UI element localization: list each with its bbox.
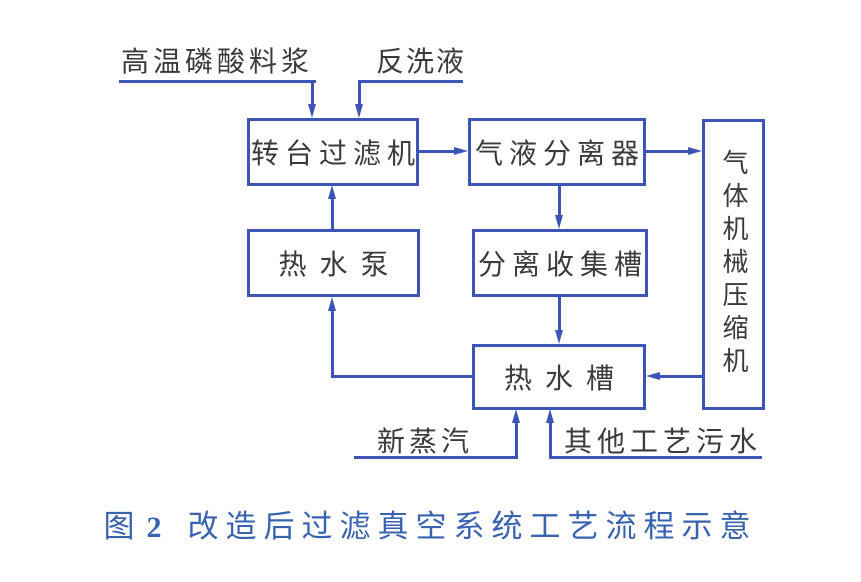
flow-line-tank-to-pump-horizontal bbox=[331, 375, 473, 378]
flow-line-steam-horizontal bbox=[354, 456, 518, 459]
arrowhead-into-hot-water-tank-top bbox=[555, 330, 563, 344]
arrowhead-steam-into-tank bbox=[512, 409, 520, 423]
process-box-rotary-table-filter: 转台过滤机 bbox=[247, 118, 419, 186]
process-box-hot-water-tank: 热水槽 bbox=[472, 344, 646, 410]
process-box-separation-collection-tank: 分离收集槽 bbox=[472, 229, 648, 297]
flow-line-filter-to-separator bbox=[419, 150, 456, 153]
figure-word: 图 bbox=[103, 509, 137, 544]
flow-line-pump-to-filter bbox=[331, 197, 334, 230]
flow-line-separator-to-compressor bbox=[645, 150, 689, 153]
arrowhead-into-collection-tank bbox=[555, 215, 563, 229]
label-hot-phosphoric-slurry: 高温磷酸料浆 bbox=[121, 47, 314, 78]
figure-title: 改造后过滤真空系统工艺流程示意 bbox=[187, 509, 758, 544]
arrowhead-into-hot-water-tank-right bbox=[646, 372, 660, 380]
arrowhead-backwash-into-filter bbox=[355, 104, 363, 118]
process-box-gas-liquid-separator: 气液分离器 bbox=[468, 118, 646, 186]
process-box-label: 热水泵 bbox=[278, 250, 402, 281]
flow-line-collection-tank-to-hot-water-tank bbox=[558, 296, 561, 332]
flow-line-slurry-horizontal bbox=[119, 80, 316, 83]
label-other-process-wastewater: 其他工艺污水 bbox=[564, 427, 763, 458]
label-fresh-steam: 新蒸汽 bbox=[377, 427, 474, 458]
flow-line-slurry-vertical bbox=[311, 80, 314, 107]
arrowhead-into-hot-water-pump bbox=[328, 297, 336, 311]
process-box-hot-water-pump: 热水泵 bbox=[247, 229, 420, 297]
flow-line-backwash-horizontal bbox=[358, 80, 463, 83]
label-backwash-liquid: 反洗液 bbox=[376, 47, 467, 78]
process-box-label: 热水槽 bbox=[503, 364, 627, 395]
flow-line-tank-to-pump-vertical bbox=[331, 309, 334, 378]
process-box-label: 气液分离器 bbox=[474, 139, 645, 170]
arrowhead-into-filter-bottom bbox=[328, 185, 336, 199]
flow-line-wastewater-horizontal bbox=[549, 456, 762, 459]
flow-line-compressor-to-hot-water-tank bbox=[659, 375, 703, 378]
flow-line-backwash-vertical bbox=[358, 80, 361, 107]
process-box-label: 分离收集槽 bbox=[477, 250, 648, 281]
arrowhead-into-separator bbox=[454, 147, 468, 155]
process-box-label: 转台过滤机 bbox=[250, 139, 421, 170]
arrowhead-slurry-into-filter bbox=[308, 104, 316, 118]
flow-line-separator-to-collection-tank bbox=[558, 185, 561, 217]
flow-line-wastewater-vertical bbox=[549, 422, 552, 459]
process-box-gas-mechanical-compressor: 气体机械压缩机 bbox=[702, 119, 765, 410]
figure-number: 2 bbox=[146, 511, 162, 544]
arrowhead-wastewater-into-tank bbox=[546, 409, 554, 423]
arrowhead-into-compressor bbox=[688, 147, 702, 155]
process-box-label: 气体机械压缩机 bbox=[719, 149, 748, 380]
flow-line-steam-vertical bbox=[515, 422, 518, 459]
